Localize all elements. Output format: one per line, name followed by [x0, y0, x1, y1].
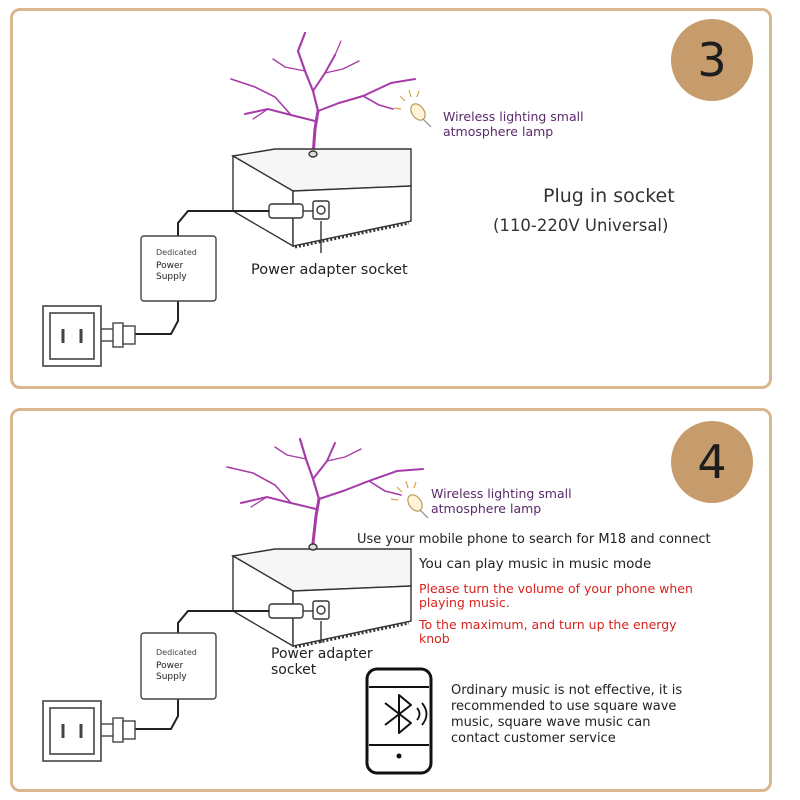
step-number-badge: 4 — [671, 421, 753, 503]
tesla-coil-tree — [226, 437, 424, 545]
power-adapter-socket — [312, 600, 330, 643]
mains-cable — [135, 699, 179, 730]
psu-label-line2: Power — [156, 261, 184, 271]
lamp-label-line1: Wireless lighting small — [431, 486, 572, 501]
note-line1: Ordinary music is not effective, it is — [451, 683, 683, 698]
voltage-note: (110-220V Universal) — [493, 216, 669, 235]
lamp-icon — [393, 89, 432, 128]
psu-label-line3: Supply — [156, 272, 187, 282]
psu-label-line2: Power — [156, 661, 184, 671]
wall-socket — [42, 700, 102, 762]
tesla-coil-base-box — [230, 543, 412, 649]
step-title: Plug in socket — [543, 185, 675, 207]
mains-plug — [101, 322, 136, 348]
power-cable — [177, 610, 269, 635]
bluetooth-phone-icon — [365, 667, 433, 775]
energy-knob-warning-line1: To the maximum, and turn up the energy — [419, 617, 677, 632]
step-4-panel: 4 Wireless lighting small atmosphere lam… — [10, 408, 772, 792]
socket-label-line2: socket — [271, 662, 317, 678]
socket-label: Power adapter socket — [251, 262, 408, 278]
step-number-badge: 3 — [671, 19, 753, 101]
volume-warning-line1: Please turn the volume of your phone whe… — [419, 581, 693, 596]
connect-instruction: Use your mobile phone to search for M18 … — [357, 532, 711, 547]
step-3-panel: 3 Wireless lighting small atmosphere lam… — [10, 8, 772, 389]
energy-knob-warning-line2: knob — [419, 631, 450, 646]
power-adapter-socket — [312, 200, 330, 253]
tesla-coil-base-box — [230, 148, 412, 249]
mains-plug — [101, 717, 136, 743]
socket-label-line1: Power adapter — [271, 646, 373, 662]
lamp-label-line1: Wireless lighting small — [443, 109, 584, 124]
psu-label-line1: Dedicated — [156, 248, 197, 257]
lamp-icon — [390, 480, 429, 519]
note-line4: contact customer service — [451, 731, 616, 746]
power-supply-box — [140, 235, 217, 302]
power-supply-box — [140, 632, 217, 700]
note-line3: music, square wave music can — [451, 715, 651, 730]
note-line2: recommended to use square wave — [451, 699, 677, 714]
lamp-label-line2: atmosphere lamp — [443, 124, 554, 139]
tesla-coil-tree — [230, 31, 416, 158]
power-cable — [177, 210, 269, 239]
mains-cable — [135, 301, 179, 335]
step-3-illustration — [42, 31, 432, 367]
psu-label-line1: Dedicated — [156, 648, 197, 657]
step-4-illustration — [42, 437, 433, 775]
lamp-label-line2: atmosphere lamp — [431, 501, 542, 516]
wall-socket — [42, 305, 102, 367]
volume-warning-line2: playing music. — [419, 595, 510, 610]
music-mode-note: You can play music in music mode — [419, 556, 652, 572]
psu-label-line3: Supply — [156, 672, 187, 682]
